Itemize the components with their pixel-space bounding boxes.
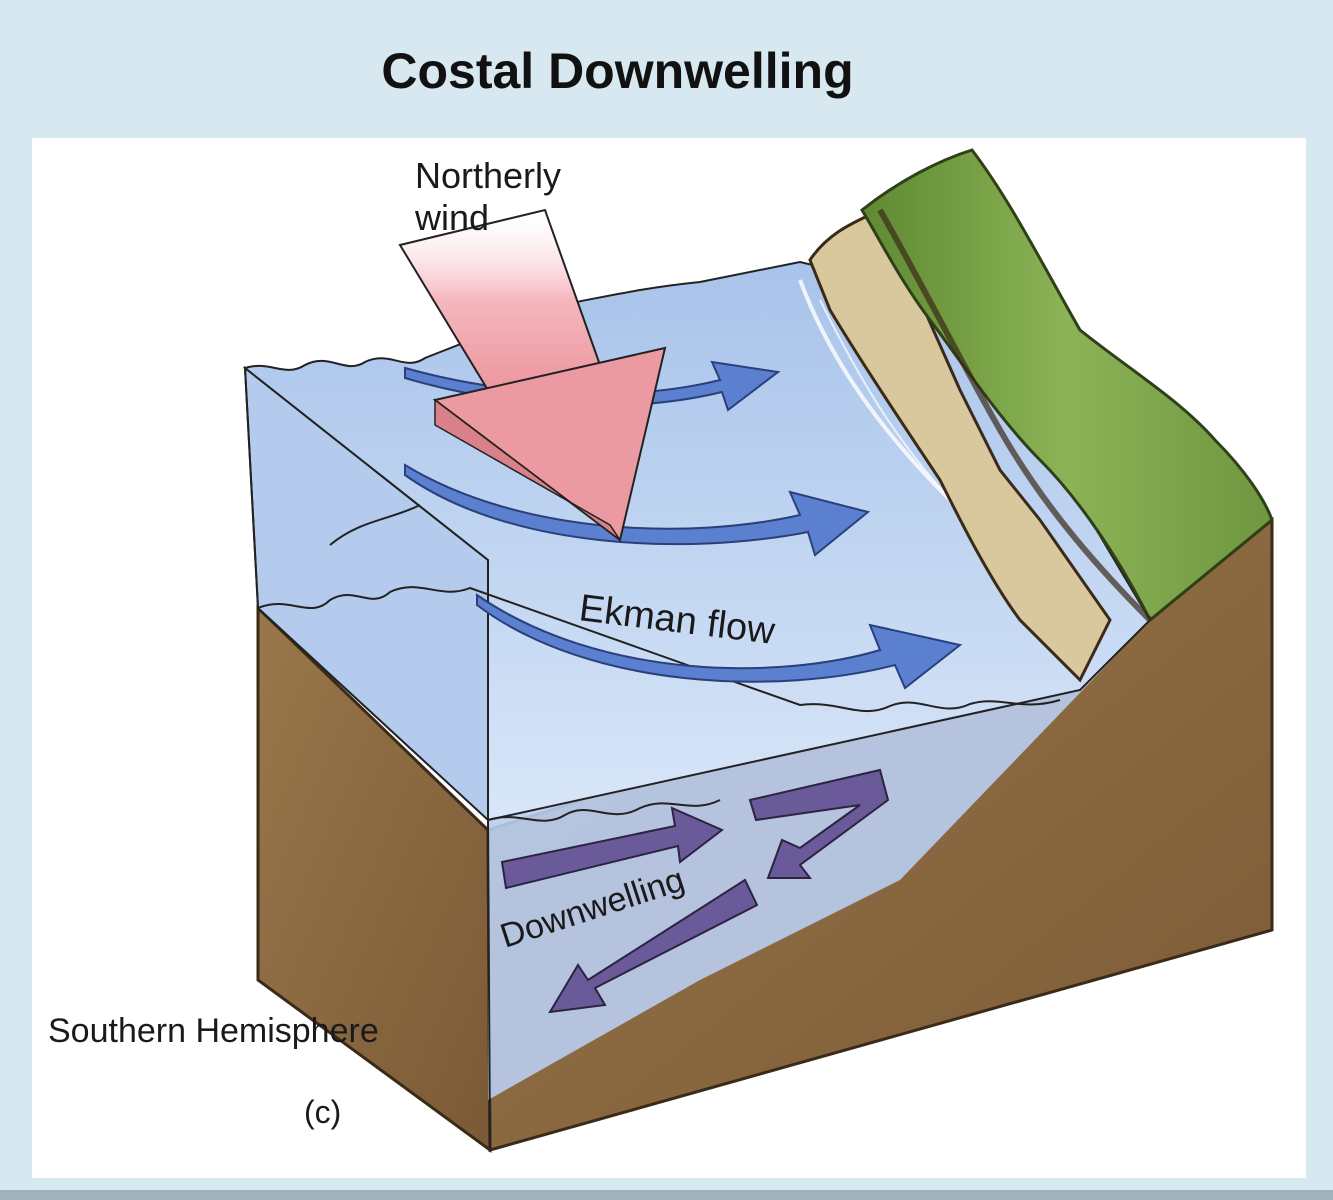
- page-title: Costal Downwelling: [381, 43, 854, 99]
- wind-arrow: [398, 208, 667, 542]
- coastal-foam-2: [819, 299, 971, 521]
- downwelling-arrow-right: [500, 806, 724, 890]
- downwelling-arrow-down: [548, 878, 759, 1014]
- cliff-shadow: [877, 208, 1153, 623]
- layer-boundary-1: [257, 586, 1061, 713]
- ekman-arrow-middle: [404, 463, 871, 557]
- water-front-face: [488, 620, 1150, 1100]
- cliff-grass: [860, 148, 1274, 623]
- layer-boundary-3: [487, 799, 721, 822]
- wind-label-line1: Northerly: [415, 155, 561, 196]
- downwelling-arrow-bend: [748, 768, 890, 879]
- hemisphere-label: Southern Hemisphere: [48, 1012, 379, 1050]
- block-edge-front: [487, 819, 491, 1151]
- wind-label-line2: wind: [414, 197, 489, 238]
- panel-label: (c): [304, 1094, 341, 1130]
- layer-boundary-2: [329, 504, 421, 546]
- ekman-arrow-bottom: [476, 593, 963, 690]
- block-edge: [244, 367, 259, 609]
- bottom-divider: [0, 1190, 1333, 1200]
- wind-arrow-head-side: [434, 398, 621, 541]
- downwelling-arrows: [500, 768, 890, 1014]
